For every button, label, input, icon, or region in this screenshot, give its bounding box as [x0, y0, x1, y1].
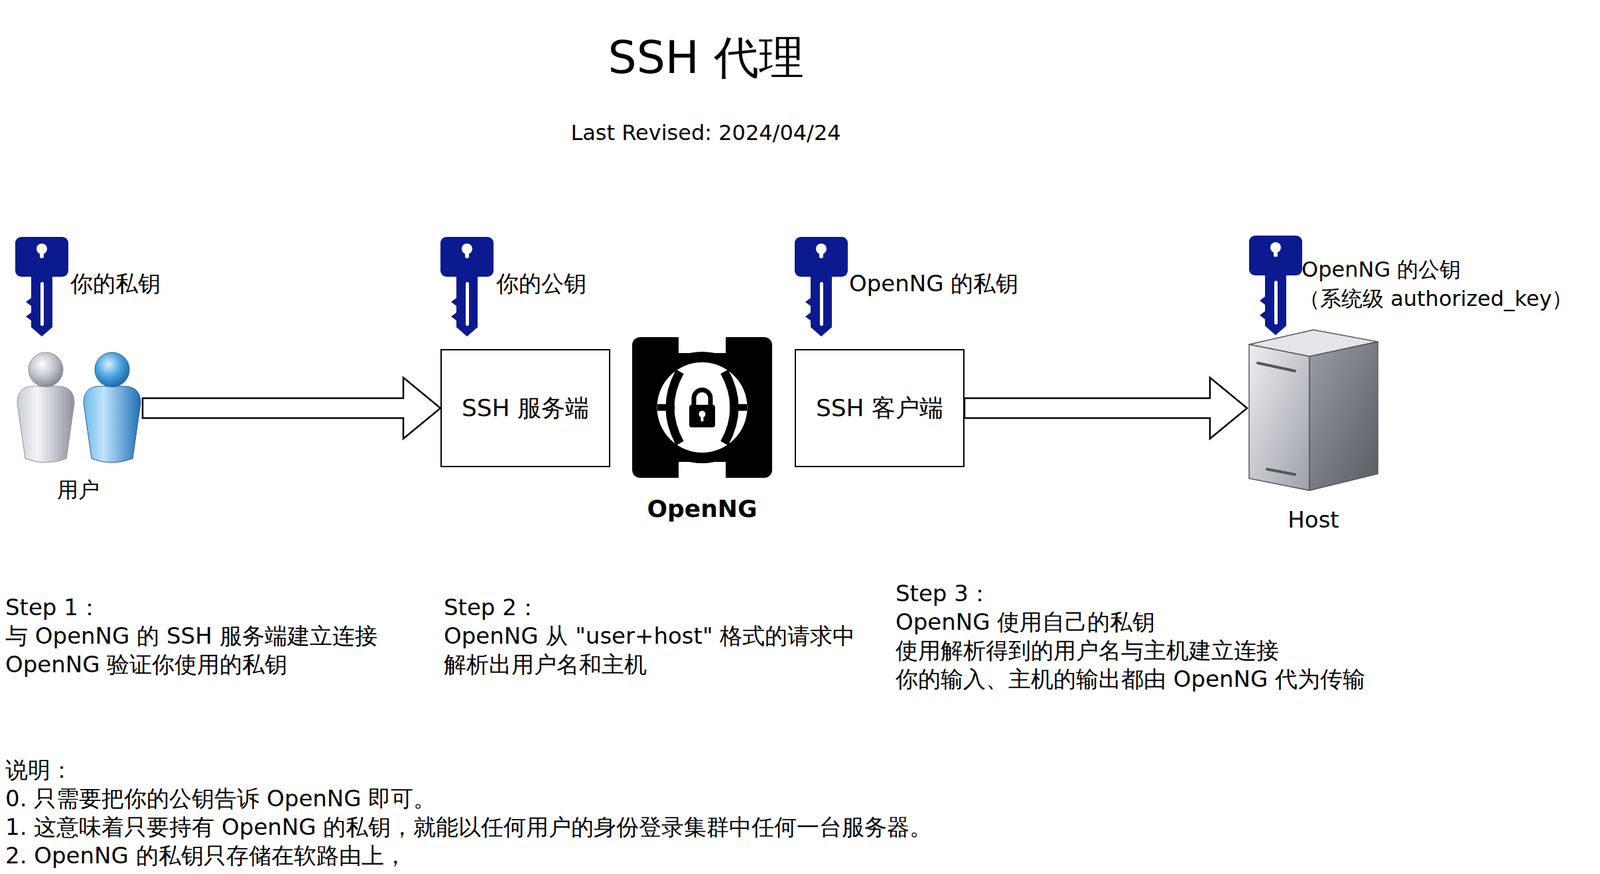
key-label: OpenNG 的私钥 [849, 269, 1019, 298]
key-label: OpenNG 的公钥 [1301, 256, 1461, 282]
server-node: Host [1247, 324, 1380, 534]
icon-label: OpenNG [646, 494, 757, 523]
key-label: 你的公钥 [496, 269, 587, 298]
step-text: 解析出用户名和主机 [443, 650, 647, 679]
step-text: OpenNG 从 "user+host" 格式的请求中 [443, 621, 856, 651]
step-text: 你的输入、主机的输出都由 OpenNG 代为传输 [895, 664, 1366, 694]
key-label: （系统级 authorized_key） [1298, 285, 1573, 312]
key-label: 你的私钥 [70, 269, 161, 298]
note-text: 1. 这意味着只要持有 OpenNG 的私钥，就能以任何用户的身份登录集群中任何… [5, 812, 933, 842]
revision-date: Last Revised: 2024/04/24 [570, 120, 841, 146]
process-box: SSH 服务端 [440, 348, 611, 467]
box-label: SSH 客户端 [815, 393, 944, 422]
key-icon [15, 236, 69, 337]
icon-label: 用户 [57, 476, 100, 503]
users-icon [17, 352, 141, 463]
note-text: 2. OpenNG 的私钥只存储在软路由上， [5, 841, 407, 870]
note-heading: 说明： [5, 755, 73, 785]
step-heading: Step 3： [895, 579, 992, 608]
server-icon [1249, 329, 1378, 491]
openng-logo [632, 335, 773, 479]
diagram-title: SSH 代理 [607, 30, 804, 85]
block-arrow [964, 377, 1248, 439]
user-icon-node: 用户 [13, 348, 143, 503]
step-text: OpenNG 使用自己的私钥 [895, 607, 1155, 637]
process-box: SSH 客户端 [794, 348, 965, 467]
step-heading: Step 2： [443, 593, 540, 622]
step-text: 与 OpenNG 的 SSH 服务端建立连接 [5, 621, 378, 651]
box-label: SSH 服务端 [461, 393, 590, 422]
key-icon [440, 236, 494, 337]
key-icon [1249, 235, 1303, 335]
key-icon [794, 236, 848, 337]
logo-node: OpenNG [632, 336, 773, 523]
block-arrow [142, 377, 441, 439]
step-text: OpenNG 验证你使用的私钥 [5, 650, 288, 679]
step-text: 使用解析得到的用户名与主机建立连接 [895, 636, 1279, 665]
icon-label: Host [1287, 506, 1339, 534]
note-text: 0. 只需要把你的公钥告诉 OpenNG 即可。 [5, 784, 436, 813]
step-heading: Step 1： [5, 593, 101, 622]
